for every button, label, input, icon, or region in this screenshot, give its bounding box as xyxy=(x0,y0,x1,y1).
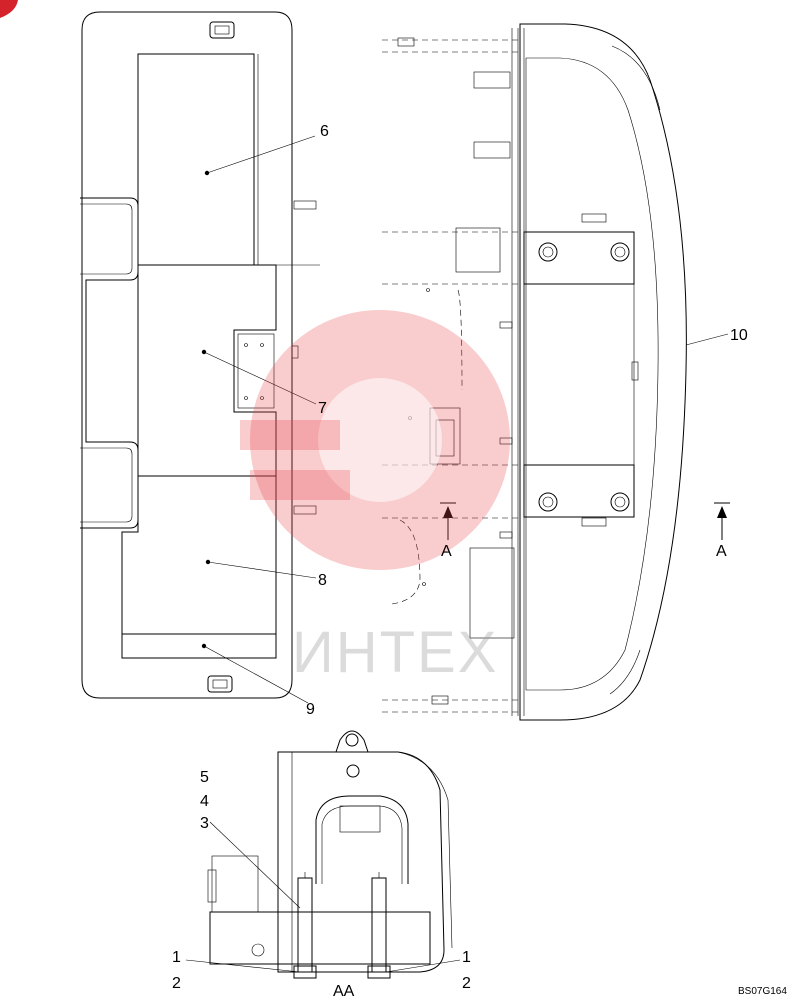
section-view-label: AA xyxy=(333,983,355,1000)
callout-1-left: 1 xyxy=(172,949,181,966)
watermark-logo-icon: ИНТЕХ xyxy=(240,310,510,685)
drawing-code: BS07G164 xyxy=(738,986,787,997)
callout-2-right: 2 xyxy=(462,975,471,992)
callout-9: 9 xyxy=(306,701,315,718)
section-aa-view xyxy=(185,730,461,979)
callout-2-left: 2 xyxy=(172,975,181,992)
corner-badge-icon xyxy=(0,0,18,18)
section-mark-right: A xyxy=(716,543,727,560)
callout-4: 4 xyxy=(200,793,209,810)
callout-6: 6 xyxy=(320,123,329,140)
callout-7: 7 xyxy=(318,400,327,417)
callout-3: 3 xyxy=(200,815,209,832)
right-side-view xyxy=(382,23,730,721)
left-panel-view xyxy=(80,11,320,704)
callout-10: 10 xyxy=(730,327,748,344)
callout-1-right: 1 xyxy=(462,949,471,966)
section-mark-left: A xyxy=(441,543,452,560)
callout-5: 5 xyxy=(200,769,209,786)
callout-8: 8 xyxy=(318,572,327,589)
watermark-text: ИНТЕХ xyxy=(292,620,498,685)
